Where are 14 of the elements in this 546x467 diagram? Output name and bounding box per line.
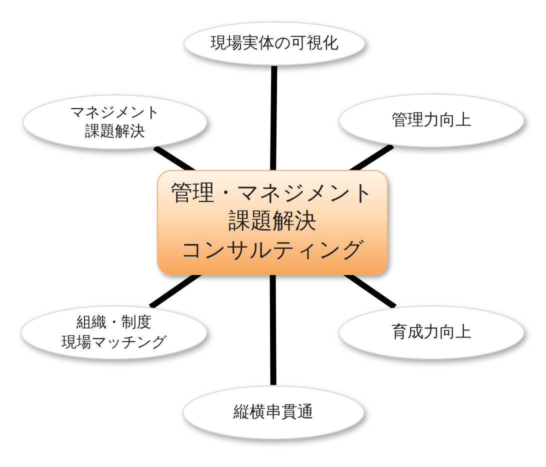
ellipse-node — [338, 93, 525, 148]
ellipse-node — [338, 305, 525, 360]
ellipse-node — [22, 94, 208, 150]
ellipse-node — [182, 385, 365, 440]
ellipse-node — [20, 305, 208, 360]
node-text: 現場実体の可視化 — [210, 33, 338, 54]
ellipse-node — [183, 21, 366, 66]
node-text: 組織・制度現場マッチング — [62, 313, 166, 352]
node-text: マネジメント課題解決 — [70, 102, 160, 142]
node-text: 縦横串貫通 — [234, 402, 314, 423]
node-text: 育成力向上 — [392, 322, 472, 343]
node-text: 管理・マネジメント課題解決コンサルティング — [170, 180, 374, 265]
consulting-box — [157, 170, 388, 275]
node-text: 管理力向上 — [392, 110, 472, 131]
